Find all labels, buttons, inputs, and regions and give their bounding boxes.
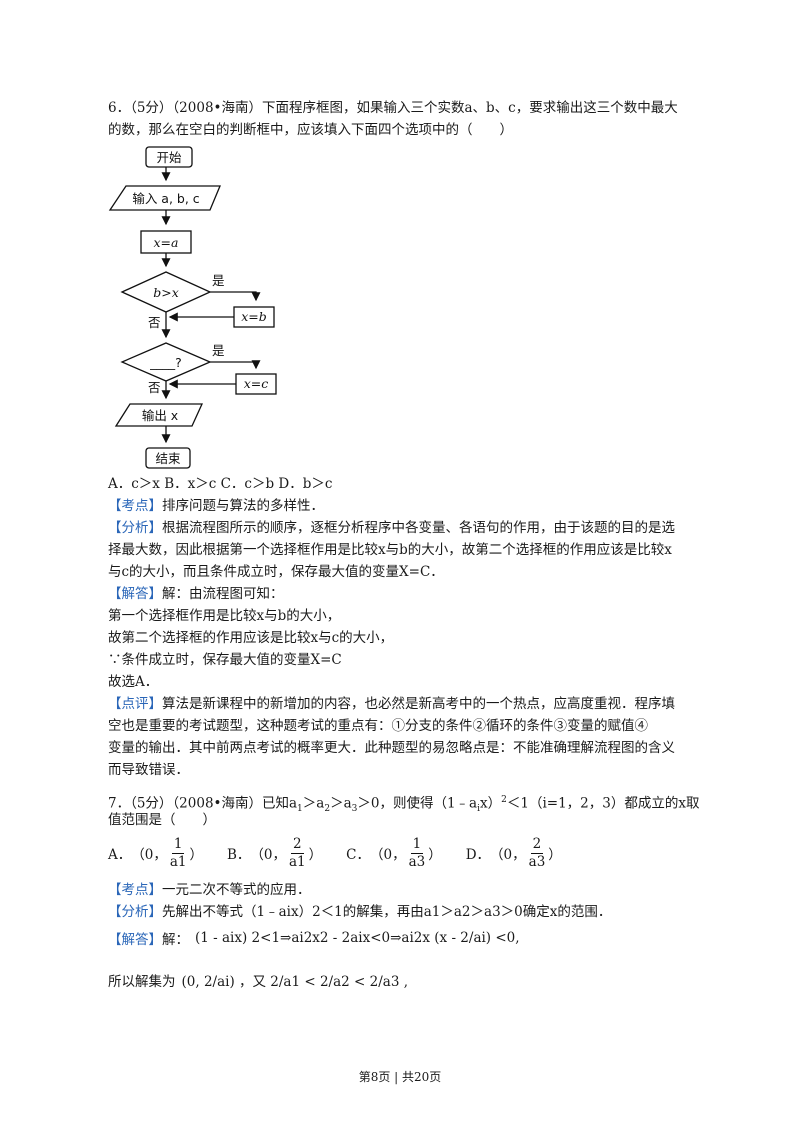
q6-dianping-line3: 变量的输出．其中前两点考试的概率更大．此种题型的易忽略点是：不能准确理解流程图的… [108,740,675,756]
q6-options: A．c＞x B．x＞c C．c＞b D．b＞c [108,476,333,492]
q7-stem-part-b: ＞a [302,795,325,812]
q7-kaodian-tag: 【考点】 [108,882,162,898]
q7-option-a-label: A． [108,847,132,863]
flow-no1: 否 [148,315,161,330]
flow-yes1: 是 [212,273,225,288]
q7-stem-exponent: 2 [501,795,507,805]
q7-jieda-expression: (1 - aix) 2<1⇒ai2x2 - 2aix<0⇒ai2x (x - 2… [195,930,520,946]
q7-stem-part-g: ＜1（i=1，2，3）都成立的x取 [506,795,700,812]
flow-cond1-text: b>x [153,285,179,300]
q6-jieda-line2: 第一个选择框作用是比较x与b的大小， [108,608,341,624]
q6-stem-line1: 6．（5分）（2008•海南）下面程序框图，如果输入三个实数a、b、c，要求输出… [108,100,678,116]
flow-input-box [108,185,221,211]
flow-cond2-text: ____? [149,355,182,370]
q6-kaodian: 【考点】排序问题与算法的多样性． [108,496,324,516]
q6-jieda-text1: 解：由流程图可知： [162,586,284,602]
q7-option-a-close: ） [189,847,203,863]
q7-fenxi: 【分析】先解出不等式（1﹣aix）2＜1的解集，再由a1＞a2＞a3＞0确定x的… [108,902,611,922]
q7-stem-part-c: ＞a [330,795,352,812]
q7-option-d-label: D． [465,847,491,863]
q6-fenxi-text1: 根据流程图所示的顺序，逐框分析程序中各变量、各语句的作用，由于该题的目的是选 [162,520,675,536]
q6-fenxi-line2: 择最大数，因此根据第一个选择框作用是比较x与b的大小，故第二个选择框的作用应该是… [108,542,672,558]
q6-dianping-line1: 【点评】算法是新课程中的新增加的内容，也必然是新高考中的一个热点，应高度重视．程… [108,694,675,714]
q7-option-b-den: a1 [289,853,306,870]
flow-output-text: 输出 x [142,408,178,423]
q7-jieda-line2: 所以解集为 (0, 2/ai) ，又 2/a1 < 2/a2 < 2/a3 , [108,960,408,1000]
q7-option-d-den: a3 [528,853,546,870]
q7-option-a-num: 1 [171,835,185,854]
q7-jieda2-prefix: 所以解集为 [108,974,176,990]
flow-start-text: 开始 [156,150,182,165]
q6-dianping-tag: 【点评】 [108,696,162,712]
q6-kaodian-text: 排序问题与算法的多样性． [162,498,324,514]
flow-end-box [145,447,191,469]
q7-option-c-close: ） [428,847,442,863]
q6-fenxi-line1: 【分析】根据流程图所示的顺序，逐框分析程序中各变量、各语句的作用，由于该题的目的… [108,518,675,538]
flow-yes2: 是 [212,343,225,358]
q7-option-c-label: C． [346,847,370,863]
flow-start-box [145,146,193,168]
q7-stem-part-e: x） [480,795,502,812]
q7-option-b-close: ） [308,847,323,863]
q7-jieda-tag: 【解答】 [108,932,162,948]
q6-dianping-line2: 空也是重要的考试题型，这种题考试的重点有：①分支的条件②循环的条件③变量的赋值④ [108,718,648,734]
flow-no2: 否 [148,380,161,395]
q7-option-d-close: ） [548,847,562,863]
q7-option-a-den: a1 [169,853,187,870]
q7-stem-part-d: ＞0，则使得（1﹣a [357,795,478,812]
q7-option-d-num: 2 [530,835,544,854]
flow-output-box [114,403,204,427]
q7-option-c-den: a3 [408,853,426,870]
q7-fenxi-tag: 【分析】 [108,904,162,920]
q6-dianping-text1: 算法是新课程中的新增加的内容，也必然是新高考中的一个热点，应高度重视．程序填 [162,696,675,712]
q7-option-b-label: B． [226,847,251,863]
q6-fenxi-line3: 与c的大小，而且条件成立时，保存最大值的变量X=C． [108,564,444,580]
q6-jieda-line5: 故选A． [108,674,159,690]
q7-stem-line1: 7．（5分）（2008•海南）已知a1＞a2＞a3＞0，则使得（1﹣aix）2＜… [108,795,700,815]
q6-stem-line2: 的数，那么在空白的判断框中，应该填入下面四个选项中的（ ） [108,122,513,138]
flow-assign2-text: x=b [241,309,267,324]
q6-fenxi-tag: 【分析】 [108,520,162,536]
q6-kaodian-tag: 【考点】 [108,498,162,514]
q7-option-d-open: （0， [490,847,526,863]
q7-option-c-num: 1 [410,835,424,854]
q6-jieda-line3: 故第二个选择框的作用应该是比较x与c的大小， [108,630,394,646]
flow-input-text: 输入 a, b, c [132,191,199,206]
q6-jieda-line4: ∵条件成立时，保存最大值的变量X=C [108,652,342,668]
q7-option-a-open: （0， [131,847,167,863]
q7-option-b-num: 2 [291,835,304,854]
q7-stem-part-a: 7．（5分）（2008•海南）已知a [108,795,298,812]
q7-jieda-line1: 【解答】解： (1 - aix) 2<1⇒ai2x2 - 2aix<0⇒ai2x… [108,920,520,956]
page-footer: 第8页 | 共20页 [358,1070,442,1084]
q7-option-b-open: （0， [250,847,286,863]
q7-stem-line2: 值范围是（ ） [108,812,216,828]
flow-assign3-text: x=c [244,376,269,391]
q6-dianping-line4: 而导致错误． [108,762,189,778]
q6-jieda-line1: 【解答】解：由流程图可知： [108,584,284,604]
q7-option-c-open: （0， [369,847,406,863]
q7-kaodian: 【考点】一元二次不等式的应用． [108,880,311,900]
q7-jieda2-expression: (0, 2/ai) ，又 2/a1 < 2/a2 < 2/a3 , [181,974,409,990]
flowchart: 开始 输入 a, b, c x=a b>x 是 否 x=b ____? 是 否 … [108,146,277,469]
q7-jieda-prefix: 解： [162,932,189,948]
q7-fenxi-text: 先解出不等式（1﹣aix）2＜1的解集，再由a1＞a2＞a3＞0确定x的范围． [162,904,612,920]
q7-kaodian-text: 一元二次不等式的应用． [162,882,311,898]
flow-assign1-text: x=a [154,235,179,250]
flow-end-text: 结束 [155,451,181,466]
q6-jieda-tag: 【解答】 [108,586,162,602]
